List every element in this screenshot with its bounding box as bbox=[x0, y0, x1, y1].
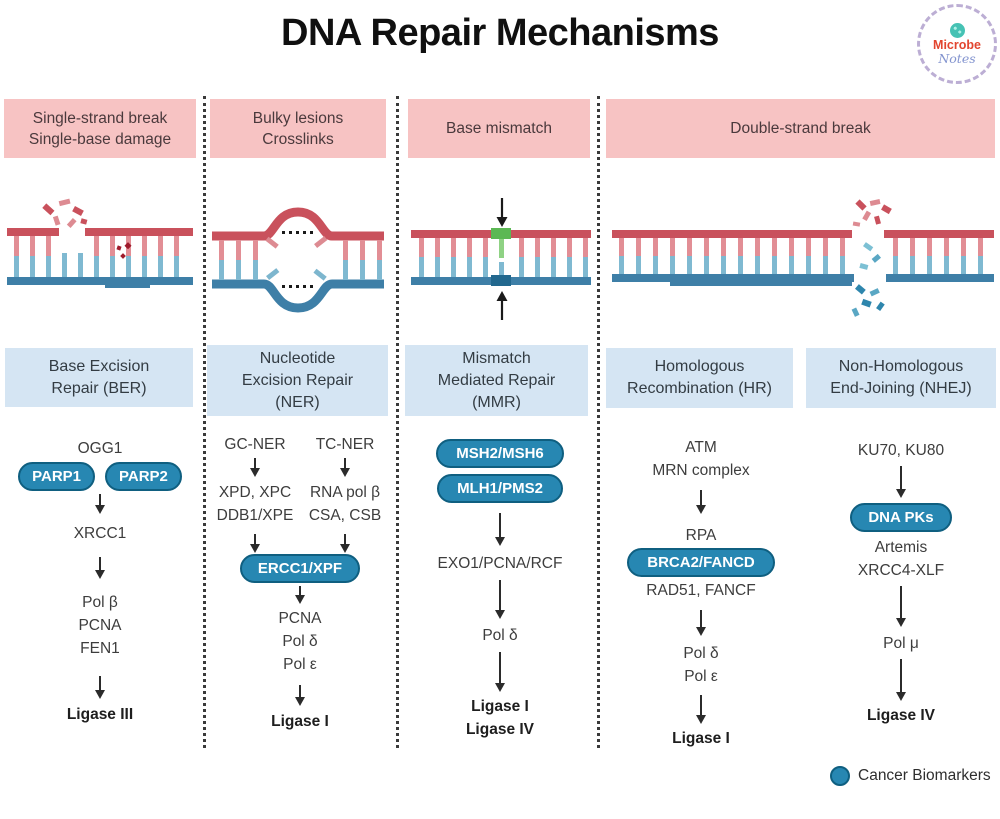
damage-header-mismatch: Base mismatch bbox=[408, 99, 590, 158]
flow-arrow bbox=[98, 494, 102, 505]
flow-arrow bbox=[498, 513, 502, 537]
flow-step: EXO1/PCNA/RCF bbox=[437, 555, 563, 572]
pathway-header-ner: Nucleotide Excision Repair (NER) bbox=[207, 345, 388, 416]
pathway-header-hr: Homologous Recombination (HR) bbox=[606, 348, 793, 408]
flow-arrow bbox=[298, 586, 302, 595]
dna-bulky-lesion-illustration bbox=[212, 207, 384, 313]
ner-branches: GC-NER XPD, XPC DDB1/XPE TC-NER RNA pol … bbox=[210, 433, 390, 553]
flow-step: RAD51, FANCF bbox=[646, 582, 756, 599]
ner-branch-tc: TC-NER RNA pol β CSA, CSB bbox=[300, 433, 390, 553]
logo-name: Microbe bbox=[933, 37, 981, 52]
pill-row: PARP1 PARP2 bbox=[18, 462, 182, 491]
flow-step: Pol μ bbox=[883, 635, 919, 652]
logo-subname: Notes bbox=[938, 50, 976, 66]
biomarker-pill-ercc1-xpf: ERCC1/XPF bbox=[239, 554, 361, 583]
mismatch-base-stem bbox=[499, 239, 504, 258]
flow-ber: OGG1 PARP1 PARP2 XRCC1 Pol β PCNA FEN1 L… bbox=[5, 437, 195, 726]
flow-step: ATM MRN complex bbox=[652, 439, 750, 479]
broken-rungs-bottom bbox=[266, 268, 327, 281]
flow-arrow bbox=[899, 466, 903, 489]
flow-step: Pol δ bbox=[482, 627, 518, 644]
flow-ner: GC-NER XPD, XPC DDB1/XPE TC-NER RNA pol … bbox=[210, 433, 390, 733]
flow-arrow bbox=[899, 586, 903, 618]
biomarker-pill-mlh1-pms2: MLH1/PMS2 bbox=[437, 474, 563, 503]
flow-arrow bbox=[699, 695, 703, 715]
flow-arrow bbox=[699, 490, 703, 505]
dna-fragments-red bbox=[42, 198, 88, 228]
legend-cancer-biomarkers: Cancer Biomarkers bbox=[830, 766, 991, 786]
flow-arrow bbox=[899, 659, 903, 692]
flow-arrow bbox=[498, 580, 502, 610]
flow-step: XRCC1 bbox=[73, 525, 127, 542]
flow-arrow bbox=[98, 676, 102, 690]
biomarker-pill-dna-pks: DNA PKs bbox=[850, 503, 952, 532]
flow-final-step: Ligase I Ligase IV bbox=[465, 698, 535, 738]
pathway-header-mmr: Mismatch Mediated Repair (MMR) bbox=[405, 345, 588, 416]
dotted-break-lines bbox=[282, 231, 313, 288]
pathway-header-nhej: Non-Homologous End-Joining (NHEJ) bbox=[806, 348, 996, 408]
flow-step: Artemis bbox=[874, 539, 928, 556]
flow-step: RNA pol β CSA, CSB bbox=[308, 484, 382, 524]
dna-double-strand-break-illustration bbox=[612, 199, 994, 317]
flow-step: KU70, KU80 bbox=[857, 442, 945, 459]
biomarker-pill-parp2: PARP2 bbox=[105, 462, 182, 491]
flow-arrow bbox=[498, 652, 502, 683]
flow-nhej: KU70, KU80 DNA PKs Artemis XRCC4-XLF Pol… bbox=[806, 439, 996, 727]
microbe-cell-icon bbox=[949, 22, 965, 38]
flow-arrow bbox=[253, 534, 257, 544]
flow-final-step: Ligase I bbox=[271, 713, 329, 730]
legend-label: Cancer Biomarkers bbox=[858, 767, 991, 784]
flow-final-step: Ligase I bbox=[672, 730, 730, 747]
biomarker-pill-brca2-fancd: BRCA2/FANCD bbox=[627, 548, 775, 577]
biomarker-dot-icon bbox=[830, 766, 850, 786]
microbe-notes-logo: Microbe Notes bbox=[917, 4, 997, 84]
flow-arrow bbox=[98, 557, 102, 570]
page-title: DNA Repair Mechanisms bbox=[281, 12, 719, 54]
dsb-fragments bbox=[851, 199, 892, 317]
flow-hr: ATM MRN complex RPA BRCA2/FANCD RAD51, F… bbox=[608, 436, 794, 750]
flow-final-step: Ligase IV bbox=[866, 707, 936, 724]
mismatch-base-cap bbox=[491, 228, 511, 239]
flow-step: TC-NER bbox=[315, 436, 375, 453]
flow-step: PCNA Pol δ Pol ε bbox=[278, 610, 322, 673]
ner-branch-gc: GC-NER XPD, XPC DDB1/XPE bbox=[210, 433, 300, 553]
dna-single-strand-break-illustration bbox=[7, 198, 193, 288]
flow-step: Pol δ Pol ε bbox=[683, 645, 719, 685]
flow-arrow bbox=[298, 685, 302, 697]
damage-header-bulky: Bulky lesions Crosslinks bbox=[210, 99, 386, 158]
flow-arrow bbox=[343, 534, 347, 544]
column-divider bbox=[396, 96, 399, 748]
damage-header-ssb: Single-strand break Single-base damage bbox=[4, 99, 196, 158]
column-divider bbox=[203, 96, 206, 748]
biomarker-pill-msh2-msh6: MSH2/MSH6 bbox=[436, 439, 564, 468]
broken-rungs-top bbox=[265, 236, 328, 249]
column-divider bbox=[597, 96, 600, 748]
flow-step: GC-NER bbox=[224, 436, 286, 453]
flow-step: Pol β PCNA FEN1 bbox=[78, 594, 122, 657]
pathway-header-ber: Base Excision Repair (BER) bbox=[5, 348, 193, 407]
flow-arrow bbox=[253, 458, 257, 468]
flow-step: RPA bbox=[685, 527, 717, 544]
flow-step: XRCC4-XLF bbox=[857, 562, 945, 579]
flow-arrow bbox=[343, 458, 347, 468]
flow-step: XPD, XPC DDB1/XPE bbox=[216, 484, 294, 524]
flow-step: OGG1 bbox=[77, 440, 123, 457]
damage-header-dsb: Double-strand break bbox=[606, 99, 995, 158]
flow-final-step: Ligase III bbox=[66, 706, 134, 723]
flow-mmr: MSH2/MSH6 MLH1/PMS2 EXO1/PCNA/RCF Pol δ … bbox=[408, 439, 592, 741]
biomarker-pill-parp1: PARP1 bbox=[18, 462, 95, 491]
mismatch-opposite-cap bbox=[491, 275, 511, 286]
dna-base-mismatch-illustration bbox=[411, 198, 591, 320]
flow-arrow bbox=[699, 610, 703, 627]
